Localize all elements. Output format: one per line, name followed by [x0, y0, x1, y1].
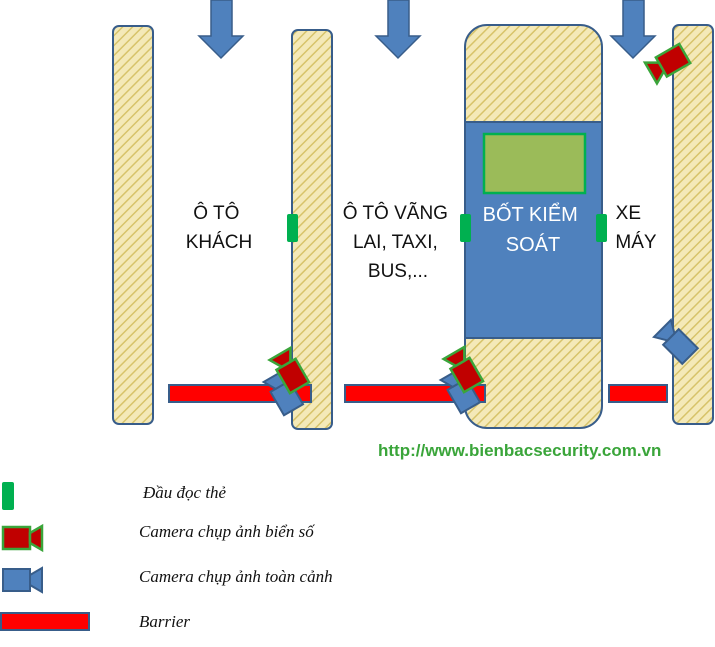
control-booth: BỐT KIỂM SOÁT: [464, 121, 603, 339]
legend-card-reader-label: Đầu đọc thẻ: [142, 483, 227, 502]
lane-label-motorbike: XE MÁY: [615, 203, 657, 253]
barrier-icon: [608, 384, 668, 403]
website-url: http://www.bienbacsecurity.com.vn: [378, 441, 661, 460]
lane-label-line: Ô TÔ VÃNG: [343, 202, 448, 224]
traffic-islands: [112, 24, 714, 430]
lane-label-guest-car: Ô TÔ KHÁCH: [186, 202, 253, 253]
booth-label: BỐT KIỂM SOÁT: [483, 202, 584, 256]
overview-camera-icon: [2, 567, 43, 593]
card-reader-icon: [460, 214, 471, 242]
legend: Đầu đọc thẻ Camera chụp ảnh biển số Came…: [0, 482, 333, 631]
booth-label-line-2: SOÁT: [506, 233, 560, 256]
plate-camera-icon: [1, 524, 44, 552]
lane-label-passing-car: Ô TÔ VÃNG LAI, TAXI, BUS,...: [343, 202, 454, 282]
booth-label-line-1: BỐT KIỂM: [483, 202, 578, 226]
flow-arrows: [197, 0, 657, 60]
arrow-down-icon: [609, 0, 657, 60]
island-right: [672, 24, 714, 425]
lane-label-line: LAI, TAXI,: [353, 232, 438, 253]
arrow-down-icon: [374, 0, 422, 60]
arrow-down-icon: [197, 0, 245, 60]
barrier-icon: [0, 612, 90, 631]
lane-label-line: MÁY: [615, 232, 657, 253]
lane-label-line: BUS,...: [368, 261, 428, 282]
lane-label-line: XE: [616, 203, 641, 224]
card-reader-icon: [2, 482, 14, 510]
lane-label-line: Ô TÔ: [193, 202, 239, 224]
card-readers: [287, 214, 607, 242]
card-reader-icon: [596, 214, 607, 242]
island-left: [112, 25, 154, 425]
card-reader-icon: [287, 214, 298, 242]
lane-label-line: KHÁCH: [186, 232, 253, 253]
legend-plate-camera-label: Camera chụp ảnh biển số: [139, 522, 315, 541]
legend-overview-camera-label: Camera chụp ảnh toàn cảnh: [139, 567, 333, 586]
legend-barrier-label: Barrier: [139, 612, 190, 631]
booth-screen: [482, 132, 587, 195]
